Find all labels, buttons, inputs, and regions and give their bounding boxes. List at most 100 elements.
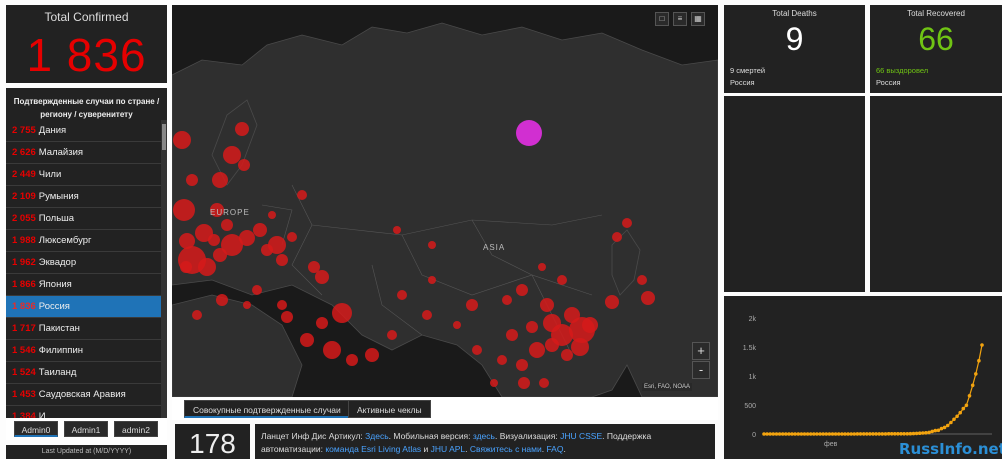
data-point: [784, 432, 788, 436]
tab-cumulative-confirmed[interactable]: Совокупные подтвержденные случаи: [184, 400, 350, 418]
world-map[interactable]: [172, 5, 718, 397]
map-label-europe: EUROPE: [210, 208, 250, 217]
x-tick-label: фев: [824, 441, 838, 448]
data-point: [768, 432, 772, 436]
info-text: .: [465, 444, 470, 454]
info-text: .: [541, 444, 547, 454]
tab-admin0[interactable]: Admin0: [14, 421, 58, 437]
contact-link[interactable]: Свяжитесь с нами: [469, 444, 542, 454]
data-point: [861, 432, 866, 436]
total-deaths-value: 9: [785, 21, 804, 57]
map-panel[interactable]: EUROPE ASIA □ ≡ ▦ + - Esri, FAO, NOAA: [172, 5, 718, 397]
case-bubble: [173, 131, 191, 149]
case-bubble: [239, 230, 255, 246]
country-count: 2 755: [12, 125, 36, 136]
list-icon[interactable]: ≡: [673, 12, 687, 26]
data-point: [849, 432, 853, 436]
country-name: Люксембург: [38, 235, 92, 246]
case-bubble: [276, 254, 288, 266]
data-point: [886, 432, 891, 436]
info-text: Ланцет Инф Дис Артикул:: [261, 431, 366, 441]
case-bubble: [323, 341, 341, 359]
data-point: [899, 432, 903, 436]
data-point: [877, 432, 881, 436]
zoom-in-button[interactable]: +: [692, 342, 710, 360]
tab-admin1[interactable]: Admin1: [64, 421, 108, 437]
data-point: [787, 432, 791, 436]
data-point: [955, 414, 959, 419]
case-bubble: [208, 234, 220, 246]
data-point: [914, 431, 919, 436]
country-count: 2 449: [12, 169, 36, 180]
data-point: [974, 372, 978, 376]
data-point: [871, 432, 875, 436]
case-bubble: [605, 295, 619, 309]
deaths-detail: 9 смертей: [730, 66, 766, 75]
data-point: [933, 428, 938, 433]
country-name: Румыния: [38, 191, 79, 202]
tab-active-cases[interactable]: Активные чеклы: [348, 400, 431, 418]
faq-link[interactable]: FAQ: [546, 444, 564, 454]
country-borders: [261, 184, 603, 356]
country-count: 2 109: [12, 191, 36, 202]
case-bubble: [238, 159, 250, 171]
mobile-link[interactable]: здесь: [472, 431, 495, 441]
recovered-detail: 66 выздоровел: [876, 66, 929, 75]
tab-admin2[interactable]: admin2: [114, 421, 158, 437]
case-bubble: [315, 270, 329, 284]
land-scandinavia: [211, 99, 258, 186]
article-link[interactable]: Здесь: [365, 431, 389, 441]
case-bubble: [557, 275, 567, 285]
case-bubble: [332, 303, 352, 323]
case-bubble: [641, 291, 655, 305]
selected-country-bubble: [516, 120, 542, 146]
data-point: [777, 432, 782, 436]
case-bubble: [277, 300, 287, 310]
total-recovered-label: Total Recovered: [907, 9, 965, 18]
country-list-scrollbar[interactable]: [161, 120, 167, 418]
data-point: [921, 431, 925, 435]
zoom-out-button[interactable]: -: [692, 361, 710, 379]
country-count: 1 866: [12, 279, 36, 290]
data-point: [945, 423, 950, 428]
case-bubbles[interactable]: [173, 120, 655, 389]
case-bubble: [529, 342, 545, 358]
bookmark-icon[interactable]: □: [655, 12, 669, 26]
basemap-icon[interactable]: ▦: [691, 12, 705, 26]
data-point: [970, 383, 975, 388]
case-bubble: [235, 122, 249, 136]
data-point: [893, 432, 897, 436]
data-point: [942, 425, 947, 430]
data-point: [874, 432, 878, 436]
case-bubble: [393, 226, 401, 234]
scrollbar-thumb[interactable]: [162, 124, 166, 150]
case-bubble: [561, 349, 573, 361]
country-name: Япония: [38, 279, 72, 290]
info-text: и: [421, 444, 431, 454]
csse-link[interactable]: JHU CSSE: [560, 431, 603, 441]
case-bubble: [637, 275, 647, 285]
country-count: 2 055: [12, 213, 36, 224]
case-bubble: [518, 377, 530, 389]
country-name: Польша: [38, 213, 75, 224]
esri-link[interactable]: команда Esri Living Atlas: [325, 444, 422, 454]
jhu-apl-link[interactable]: JHU APL: [430, 444, 466, 454]
data-point: [868, 432, 872, 436]
case-bubble: [497, 355, 507, 365]
data-point: [902, 432, 906, 436]
